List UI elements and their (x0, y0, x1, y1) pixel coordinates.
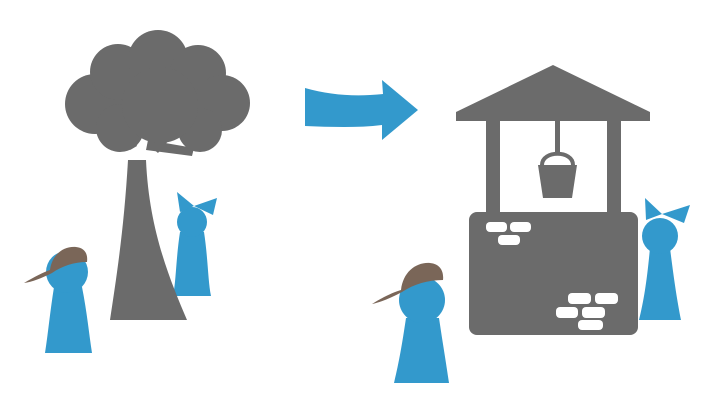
well-roof (456, 65, 650, 121)
bricks-bottom-right (556, 293, 618, 330)
tree-icon (65, 30, 250, 320)
boy-figure-left (24, 246, 92, 353)
well-post-right (607, 121, 621, 213)
bucket-handle (540, 151, 575, 166)
well-rope (555, 121, 560, 155)
boy-figure-right (372, 262, 449, 383)
wishing-well-icon (456, 65, 650, 335)
cap-icon (372, 262, 444, 304)
hair-bow-icon (177, 192, 217, 215)
right-panel (372, 65, 690, 383)
cap-icon (24, 246, 88, 283)
left-panel (24, 30, 250, 353)
bucket-icon (538, 165, 577, 198)
bricks-top-left (486, 222, 531, 245)
hair-bow-icon (645, 198, 690, 223)
girl-figure-right (639, 198, 690, 320)
arrow-right-icon (305, 80, 418, 140)
well-post-left (486, 121, 500, 213)
girl-figure-left (173, 192, 217, 296)
